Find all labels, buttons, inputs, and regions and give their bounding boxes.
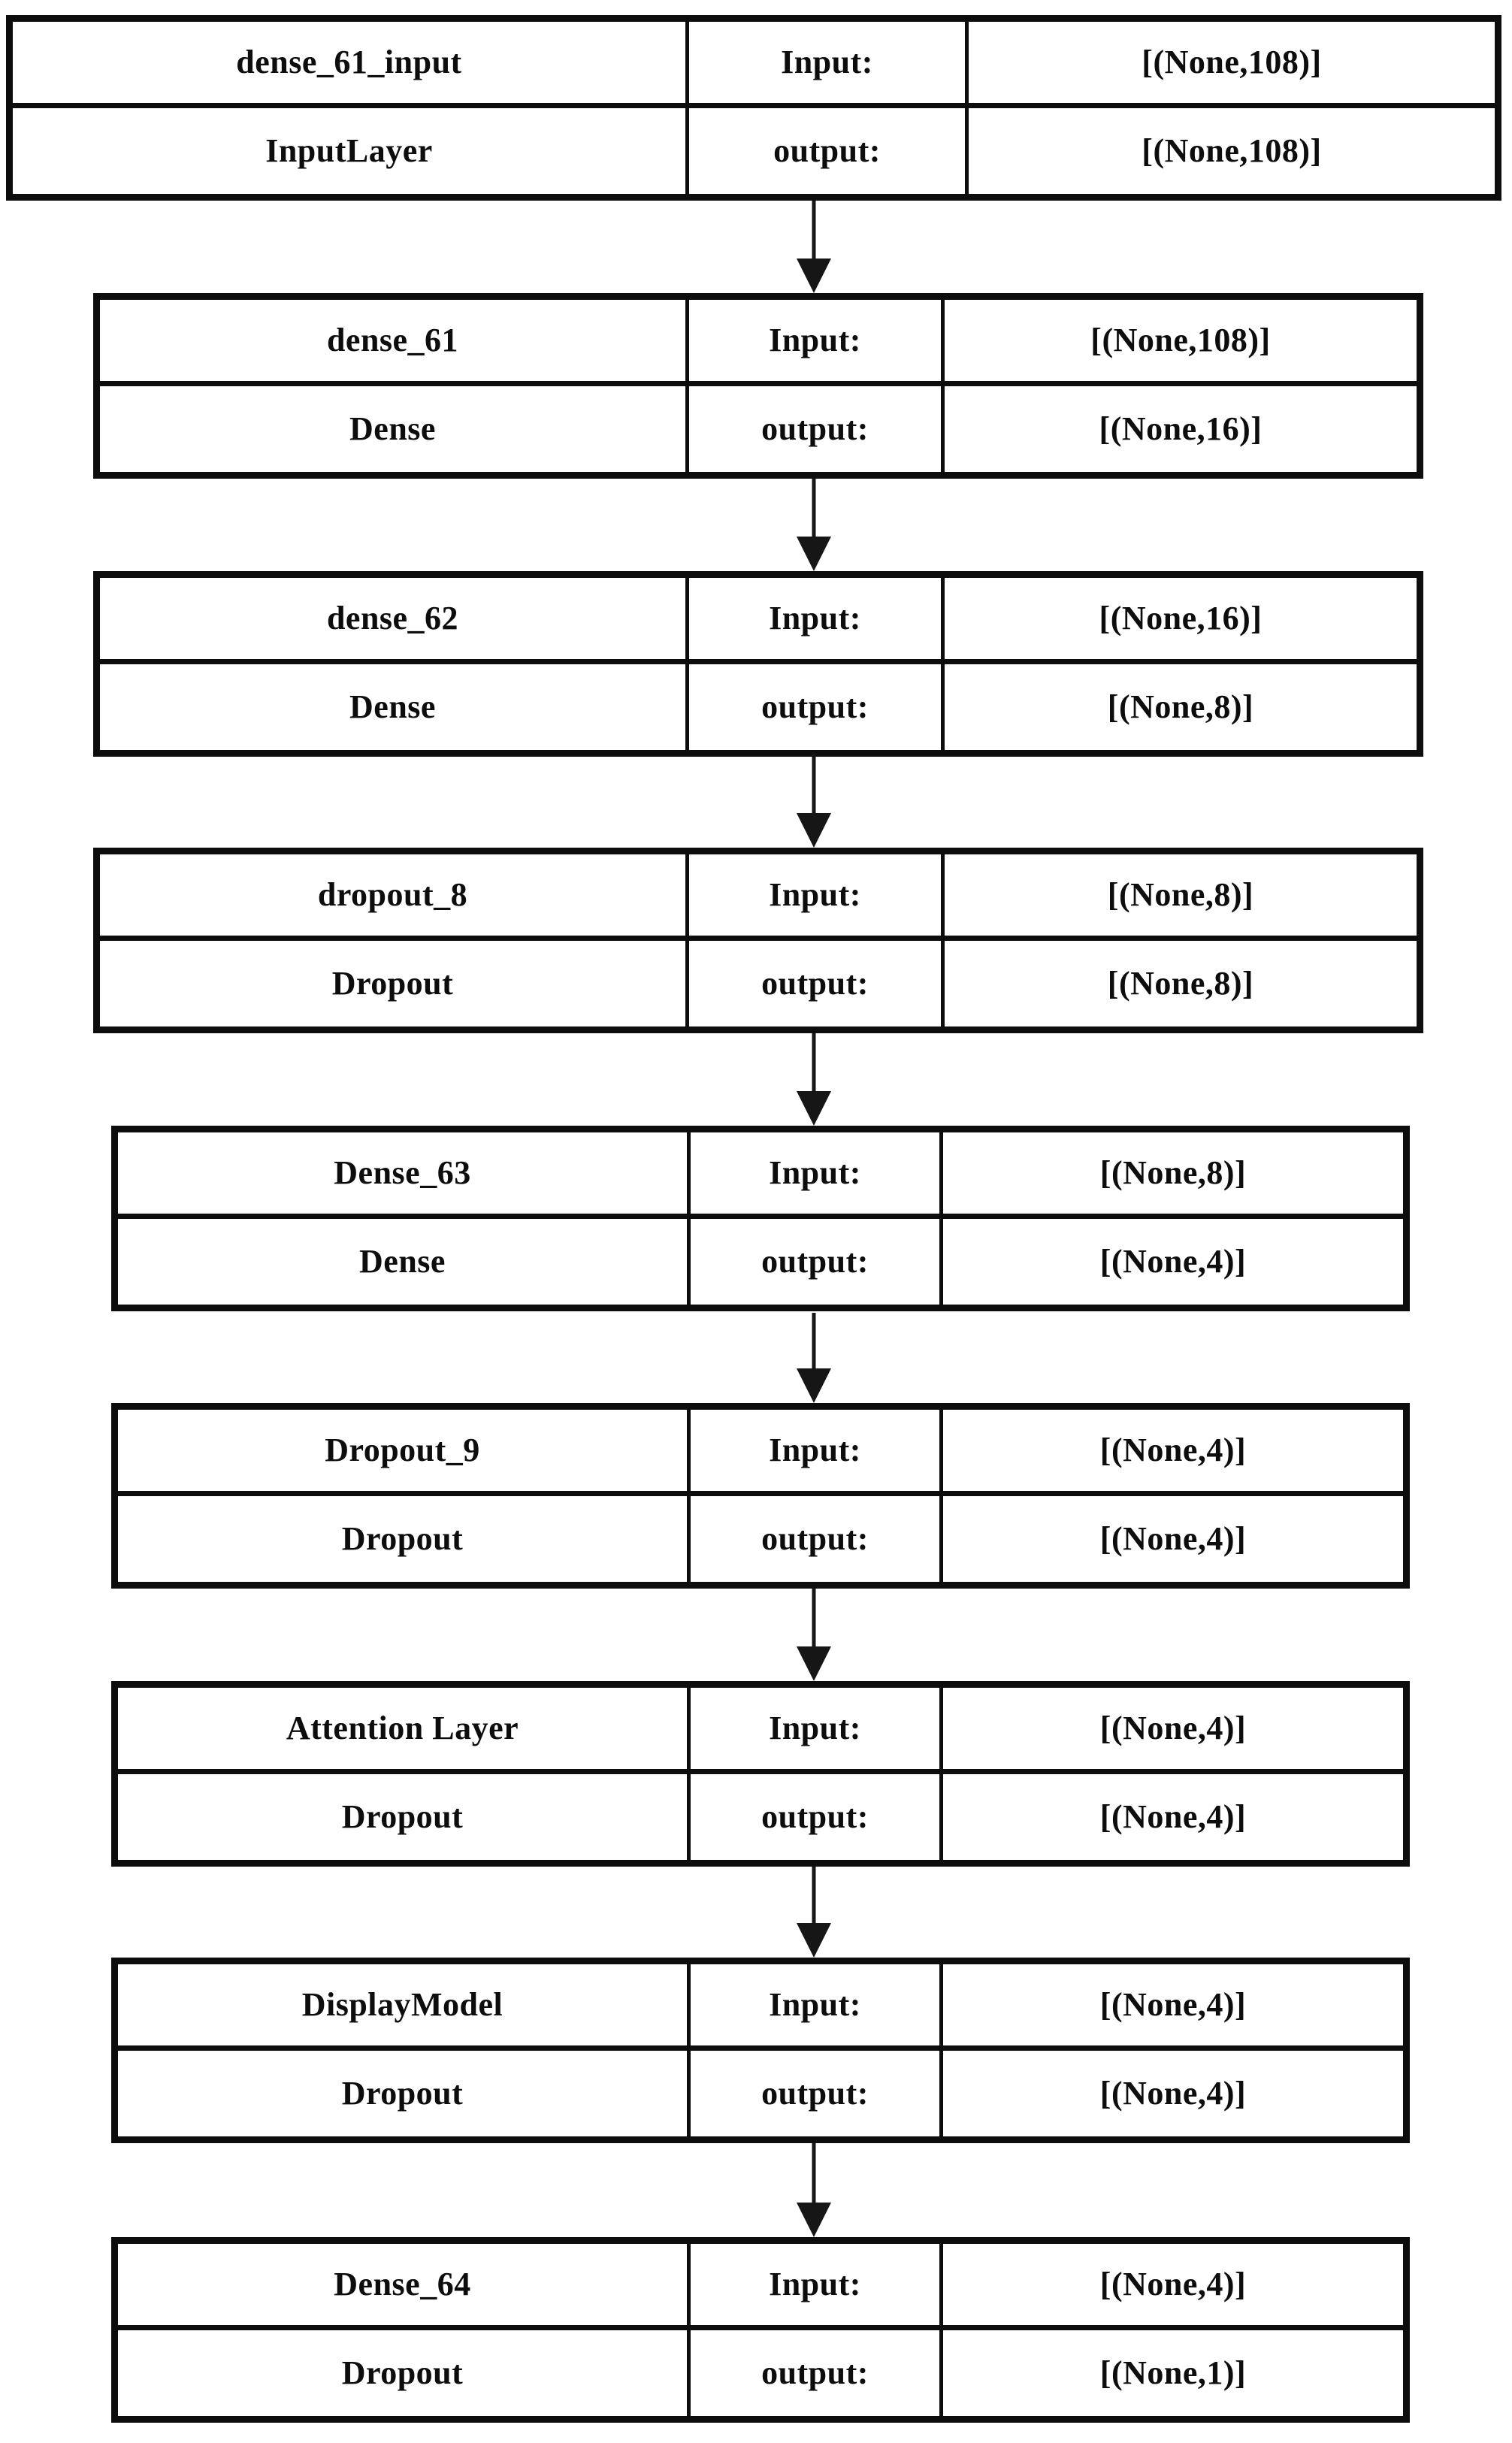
layer-name: dropout_8	[100, 854, 689, 941]
layer-name: DisplayModel	[118, 1964, 691, 2051]
layer-box-Dropout_9: Dropout_9 Input: [(None,4)] Dropout outp…	[111, 1403, 1410, 1589]
layer-name: Attention Layer	[118, 1688, 691, 1774]
layer-name: dense_61	[100, 300, 689, 386]
flow-arrow-3	[791, 753, 836, 848]
output-shape: [(None,4)]	[1099, 1242, 1247, 1280]
arrow-head-icon	[797, 1368, 831, 1403]
layer-box-dense_62: dense_62 Input: [(None,16)] Dense output…	[93, 571, 1423, 757]
arrow-shaft	[812, 201, 816, 263]
output-label: output:	[691, 1495, 943, 1582]
output-label: output:	[689, 107, 969, 194]
layer-class: Dropout	[118, 2330, 691, 2416]
flow-arrow-7	[791, 1867, 836, 1958]
output-shape: [(None,108)]	[1142, 132, 1322, 169]
arrow-head-icon	[797, 2203, 831, 2237]
layer-box-DisplayModel: DisplayModel Input: [(None,4)] Dropout o…	[111, 1958, 1410, 2143]
input-label: Input:	[691, 1410, 943, 1496]
flow-arrow-1	[791, 201, 836, 293]
input-label: Input:	[689, 22, 969, 108]
layer-name: Dense_63	[118, 1132, 691, 1219]
input-label: Input:	[689, 578, 945, 664]
layer-box-dense_61: dense_61 Input: [(None,108)] Dense outpu…	[93, 293, 1423, 479]
output-label: output:	[689, 940, 945, 1026]
output-label: output:	[691, 1773, 943, 1860]
input-label: Input:	[689, 300, 945, 386]
output-shape: [(None,4)]	[1099, 1797, 1247, 1835]
layer-class: InputLayer	[13, 107, 689, 194]
output-label: output:	[691, 2050, 943, 2136]
layer-class: Dropout	[100, 940, 689, 1026]
layer-class: Dense	[100, 664, 689, 750]
output-shape: [(None,8)]	[1107, 964, 1254, 1002]
input-shape: [(None,8)]	[943, 1132, 1403, 1219]
layer-box-dropout_8: dropout_8 Input: [(None,8)] Dropout outp…	[93, 848, 1423, 1033]
layer-class: Dropout	[118, 1495, 691, 1582]
arrow-shaft	[812, 1033, 816, 1096]
flow-arrow-6	[791, 1589, 836, 1681]
input-shape: [(None,4)]	[943, 1964, 1403, 2051]
output-shape: [(None,1)]	[1099, 2354, 1247, 2391]
layer-class: Dense	[100, 385, 689, 472]
layer-box-Dense_63: Dense_63 Input: [(None,8)] Dense output:…	[111, 1126, 1410, 1311]
arrow-head-icon	[797, 259, 831, 293]
input-shape: [(None,8)]	[945, 854, 1417, 941]
layer-name: Dense_64	[118, 2244, 691, 2330]
input-shape: [(None,16)]	[945, 578, 1417, 664]
layer-class: Dropout	[118, 2050, 691, 2136]
output-label: output:	[691, 2330, 943, 2416]
input-label: Input:	[691, 1132, 943, 1219]
arrow-head-icon	[797, 1923, 831, 1958]
layer-class: Dropout	[118, 1773, 691, 1860]
output-shape: [(None,4)]	[1099, 1519, 1247, 1557]
flow-arrow-2	[791, 479, 836, 571]
input-shape: [(None,4)]	[943, 1410, 1403, 1496]
layer-name: dense_61_input	[13, 22, 689, 108]
input-shape: [(None,4)]	[943, 1688, 1403, 1774]
layer-name: Dropout_9	[118, 1410, 691, 1496]
arrow-head-icon	[797, 1646, 831, 1681]
output-label: output:	[689, 664, 945, 750]
flow-arrow-4	[791, 1033, 836, 1126]
input-label: Input:	[689, 854, 945, 941]
layer-box-attention-layer: Attention Layer Input: [(None,4)] Dropou…	[111, 1681, 1410, 1867]
output-shape: [(None,8)]	[1107, 688, 1254, 725]
arrow-shaft	[812, 753, 816, 818]
arrow-head-icon	[797, 537, 831, 571]
input-label: Input:	[691, 2244, 943, 2330]
arrow-shaft	[812, 1589, 816, 1651]
output-label: output:	[691, 1218, 943, 1305]
layer-box-dense_61_input: dense_61_input Input: [(None,108)] Input…	[6, 15, 1501, 201]
flow-arrow-5	[791, 1313, 836, 1403]
flow-arrow-8	[791, 2143, 836, 2237]
arrow-shaft	[812, 479, 816, 541]
output-label: output:	[689, 385, 945, 472]
layer-class: Dense	[118, 1218, 691, 1305]
arrow-shaft	[812, 2143, 816, 2207]
layer-name: dense_62	[100, 578, 689, 664]
input-label: Input:	[691, 1964, 943, 2051]
input-shape: [(None,108)]	[945, 300, 1417, 386]
arrow-shaft	[812, 1313, 816, 1373]
input-shape: [(None,108)]	[969, 22, 1495, 108]
input-label: Input:	[691, 1688, 943, 1774]
arrow-head-icon	[797, 1091, 831, 1126]
output-shape: [(None,16)]	[1099, 410, 1263, 447]
arrow-shaft	[812, 1867, 816, 1927]
input-shape: [(None,4)]	[943, 2244, 1403, 2330]
output-shape: [(None,4)]	[1099, 2074, 1247, 2112]
arrow-head-icon	[797, 813, 831, 848]
layer-box-Dense_64: Dense_64 Input: [(None,4)] Dropout outpu…	[111, 2237, 1410, 2423]
